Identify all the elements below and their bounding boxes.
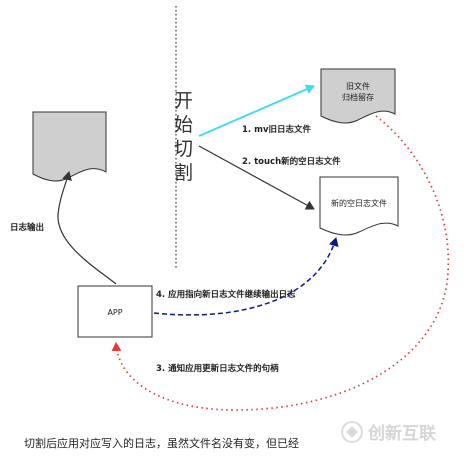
step3-label: 3. 通知应用更新日志文件的句柄 bbox=[156, 363, 279, 374]
mv-arrow bbox=[198, 84, 315, 137]
split-start-label: 开 始 切 割 bbox=[174, 90, 193, 184]
split-char-4: 割 bbox=[174, 162, 193, 184]
split-char-2: 始 bbox=[174, 114, 193, 136]
step4-label: 4. 应用指向新日志文件继续输出日志 bbox=[156, 289, 296, 300]
redirect-output-arrow bbox=[153, 237, 339, 316]
watermark-icon bbox=[341, 421, 363, 443]
old-file-document-shape bbox=[320, 68, 396, 124]
log-output-label: 日志输出 bbox=[10, 222, 44, 233]
watermark-logo: 创新互联 bbox=[341, 421, 436, 444]
step2-label: 2. touch新的空日志文件 bbox=[242, 156, 341, 167]
new-file-label: 新的空日志文件 bbox=[331, 198, 387, 208]
split-char-1: 开 bbox=[174, 90, 193, 112]
log-output-arrow bbox=[57, 171, 117, 285]
split-char-3: 切 bbox=[174, 138, 193, 160]
new-file-document-shape bbox=[319, 176, 399, 236]
caption: 切割后应用对应写入的日志，虽然文件名没有变，但已经 bbox=[24, 436, 299, 450]
watermark-text: 创新互联 bbox=[367, 423, 436, 444]
notify-handle-arrow bbox=[111, 115, 450, 411]
app-label: APP bbox=[107, 308, 122, 317]
app-box bbox=[77, 285, 153, 338]
log-document-shape bbox=[32, 111, 107, 182]
touch-arrow bbox=[198, 145, 315, 210]
old-file-label-line2: 归档留存 bbox=[342, 92, 374, 102]
old-file-label-line1: 旧文件 bbox=[346, 81, 370, 91]
step1-label: 1. mv旧日志文件 bbox=[242, 124, 312, 135]
